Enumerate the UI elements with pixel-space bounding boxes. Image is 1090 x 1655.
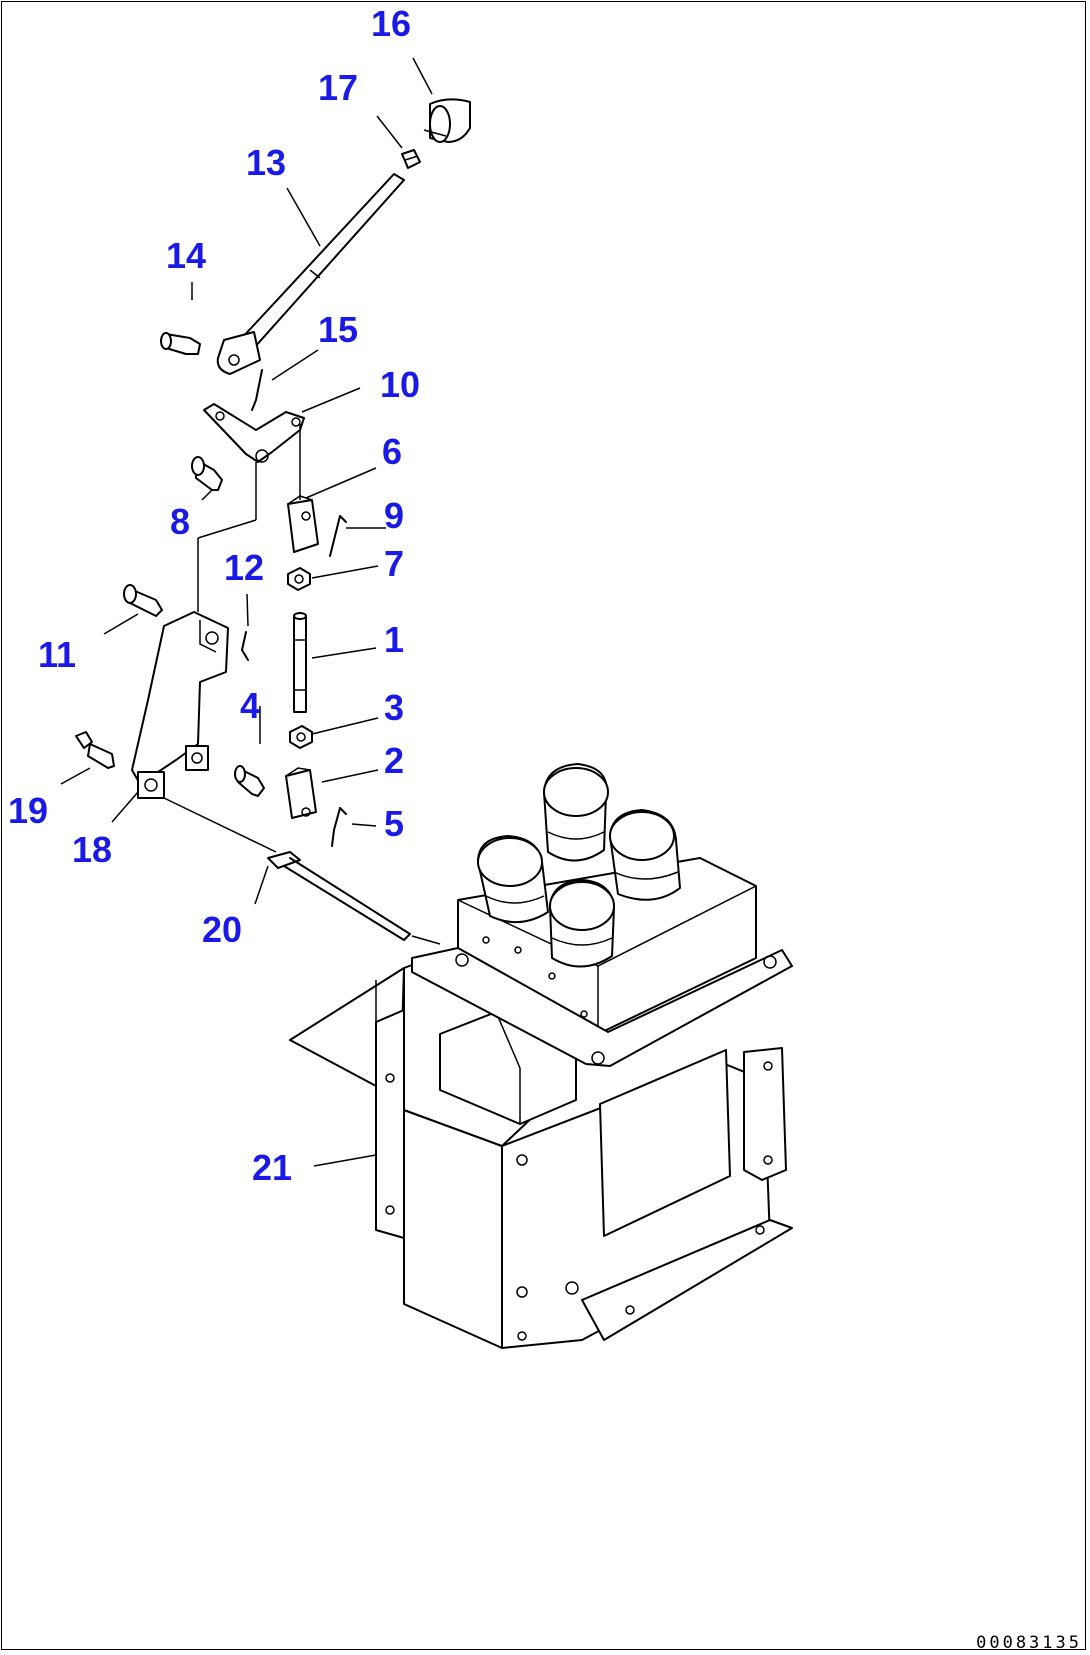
callout-16: 16 [371,3,411,44]
nut-upper-part [287,567,311,591]
callout-18: 18 [72,829,112,870]
callout-4: 4 [240,685,260,726]
pin-mid-part [241,631,249,661]
callout-6: 6 [382,431,402,472]
bracket-link-part [131,519,257,785]
callout-10: 10 [380,364,420,405]
knob-part [423,98,471,143]
lever-plate-part [203,403,305,520]
callout-8: 8 [170,501,190,542]
callout-7: 7 [384,543,404,584]
callout-19: 19 [8,790,48,831]
document-number: 00083135 [976,1633,1082,1653]
callout-9: 9 [384,495,404,536]
callout-12: 12 [224,547,264,588]
valve-boots [477,763,681,968]
callout-2: 2 [384,740,404,781]
control-valve-box-part [289,763,793,1349]
cotter-pin-upper-part [329,515,347,557]
callout-3: 3 [384,687,404,728]
link-rod-part [267,851,441,945]
callout-15: 15 [318,309,358,350]
pin-lower-part [234,765,265,797]
yoke-upper-part [287,495,319,553]
callout-5: 5 [384,803,404,844]
callout-20: 20 [202,909,242,950]
cotter-pin-lower-part [331,807,347,847]
leader-lines [60,57,433,1167]
clevis-pin-part [191,456,223,491]
bracket-base-part [137,771,277,853]
bolt-lower-part [75,731,115,769]
callout-17: 17 [318,67,358,108]
callout-14: 14 [166,235,206,276]
lever-rod-part [216,173,405,375]
cotter-pin-part [251,369,263,411]
nut-lower-part [289,725,313,749]
bolt-part [123,584,163,617]
yoke-lower-part [285,767,317,819]
callout-1: 1 [384,619,404,660]
callout-13: 13 [246,142,286,183]
callout-labels: 16 17 13 14 15 10 6 8 9 12 7 11 1 4 3 2 … [8,3,420,1188]
threaded-rod-part [293,612,307,713]
pin-part [160,332,201,355]
spring-pin-part [401,149,421,169]
callout-21: 21 [252,1147,292,1188]
callout-11: 11 [38,634,76,675]
